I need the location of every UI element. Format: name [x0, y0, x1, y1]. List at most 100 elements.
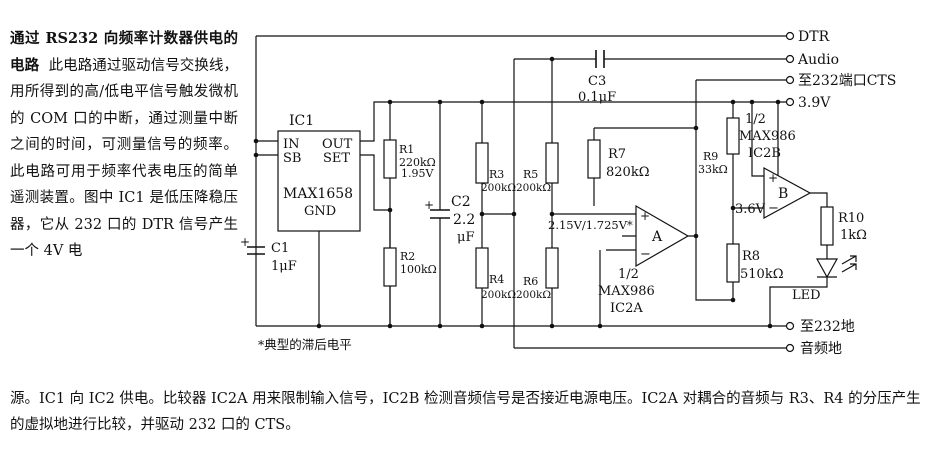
- ic1-pin-set: SET: [323, 151, 350, 166]
- r7-resistor: [587, 139, 601, 179]
- node-dot: [730, 99, 736, 105]
- description-continuation: 源。IC1 向 IC2 供电。比较器 IC2A 用来限制输入信号，IC2B 检测…: [10, 391, 921, 433]
- ic2a-half: 1/2: [618, 267, 639, 282]
- node-dot: [597, 323, 603, 329]
- cts-terminal: [785, 75, 795, 85]
- r8-bottom-wire: [695, 236, 733, 301]
- audio-label: Audio: [797, 52, 839, 68]
- r10-ref: R10: [838, 211, 864, 226]
- node-dot: [730, 297, 736, 303]
- r10-resistor: [820, 206, 834, 246]
- audio-terminal: [785, 54, 795, 64]
- node-dot: [749, 99, 755, 105]
- r9-resistor: [726, 117, 740, 155]
- r3-value: 200kΩ: [481, 182, 516, 194]
- dtr-label: DTR: [798, 29, 830, 45]
- ic2a-minus: −: [640, 247, 651, 262]
- node-dot: [316, 323, 322, 329]
- ic2a-wires: [599, 235, 636, 264]
- ic1-wires: [255, 36, 391, 326]
- r8-resistor: [726, 243, 740, 283]
- ic2b-label: B: [778, 186, 788, 202]
- threshold-annotation: 2.15V/1.725V*: [548, 218, 633, 232]
- node-dot: [387, 207, 393, 213]
- ic1-ref: IC1: [289, 113, 314, 129]
- r1-value: 220kΩ: [399, 156, 436, 169]
- dtr-terminal: [785, 31, 795, 41]
- r2-value: 100kΩ: [400, 263, 437, 276]
- r1-resistor: [383, 139, 397, 179]
- r6-ref: R6: [523, 275, 538, 288]
- ic1-pin-out: OUT: [322, 137, 353, 152]
- node-dot: [437, 99, 443, 105]
- ic2b-output-wire: [810, 192, 828, 207]
- r5-ref: R5: [523, 168, 538, 181]
- node-dot: [387, 99, 393, 105]
- c3-ref: C3: [588, 74, 606, 89]
- r3-ref: R3: [489, 168, 504, 181]
- r7-value: 820kΩ: [606, 165, 649, 180]
- ic2a-label: A: [651, 229, 663, 245]
- r3-resistor: [475, 142, 489, 184]
- gnd232-label: 至232地: [800, 319, 855, 335]
- r1-ref: R1: [399, 143, 414, 156]
- v39-label: 3.9V: [798, 95, 831, 111]
- rail-3v9: [360, 101, 786, 142]
- description-body: 此电路通过驱动信号交换线，用所得到的高/低电平信号触发微机的 COM 口的中断，…: [10, 57, 239, 260]
- c1-plus: +: [240, 235, 250, 249]
- node-dot: [693, 125, 699, 131]
- node-dot: [253, 152, 259, 158]
- ic2b-plus: +: [768, 171, 778, 185]
- led-ref: LED: [792, 288, 821, 303]
- ic2b-half: 1/2: [745, 112, 766, 127]
- c2-value-b: μF: [457, 230, 474, 245]
- node-dot: [253, 138, 259, 144]
- led-light-arrows: [841, 255, 857, 273]
- ic2a-ref: IC2A: [610, 301, 643, 316]
- description-title: 通过 RS232 向频率计数器供电的电路: [10, 30, 238, 74]
- r10-value: 1kΩ: [840, 228, 867, 243]
- audio-gnd-terminal: [785, 343, 795, 353]
- r9-ref: R9: [703, 150, 718, 163]
- ic1-part: MAX1658: [283, 186, 353, 202]
- r9-value: 33kΩ: [698, 163, 728, 176]
- c3-value: 0.1μF: [578, 90, 616, 105]
- c2-capacitor: [430, 209, 450, 219]
- c3-capacitor: [595, 50, 605, 68]
- node-dot: [511, 211, 517, 217]
- v39-terminal: [785, 97, 795, 107]
- r2-ref: R2: [400, 250, 415, 263]
- r5-value: 200kΩ: [516, 182, 551, 194]
- r7-ref: R7: [608, 147, 626, 162]
- r8-ref: R8: [742, 249, 760, 264]
- ic2a-plus: +: [640, 209, 650, 223]
- ic1-pin-in: IN: [283, 137, 300, 152]
- audio-gnd-label: 音频地: [800, 340, 842, 357]
- node-dot: [479, 323, 485, 329]
- node-dot: [387, 323, 393, 329]
- description-paragraph: 通过 RS232 向频率计数器供电的电路 此电路通过驱动信号交换线，用所得到的高…: [10, 26, 238, 265]
- node-dot: [775, 99, 781, 105]
- r4-resistor: [475, 247, 489, 289]
- c2-ref: C2: [451, 194, 471, 210]
- ic1-pin-sb: SB: [283, 151, 301, 166]
- c1-ref: C1: [271, 241, 289, 256]
- r4-value: 200kΩ: [481, 289, 516, 301]
- led-wires: [769, 245, 828, 326]
- ic2a-output-wire: [688, 80, 697, 237]
- ic2a-part: MAX986: [598, 284, 655, 299]
- v36-annotation: 3.6V: [735, 202, 766, 217]
- r6-resistor: [545, 247, 559, 289]
- cts-label: 至232端口CTS: [798, 73, 896, 89]
- ic2b-comparator: [763, 166, 812, 220]
- node-dot: [730, 205, 736, 211]
- ic1-pin-gnd: GND: [304, 204, 336, 219]
- c2-value-a: 2.2: [453, 212, 475, 228]
- r8-value: 510kΩ: [740, 267, 783, 282]
- r6-value: 200kΩ: [516, 289, 551, 301]
- led-diode: [815, 258, 839, 279]
- ic2b-wires: [733, 102, 779, 209]
- node-dot: [437, 323, 443, 329]
- ic2b-part: MAX986: [739, 129, 796, 144]
